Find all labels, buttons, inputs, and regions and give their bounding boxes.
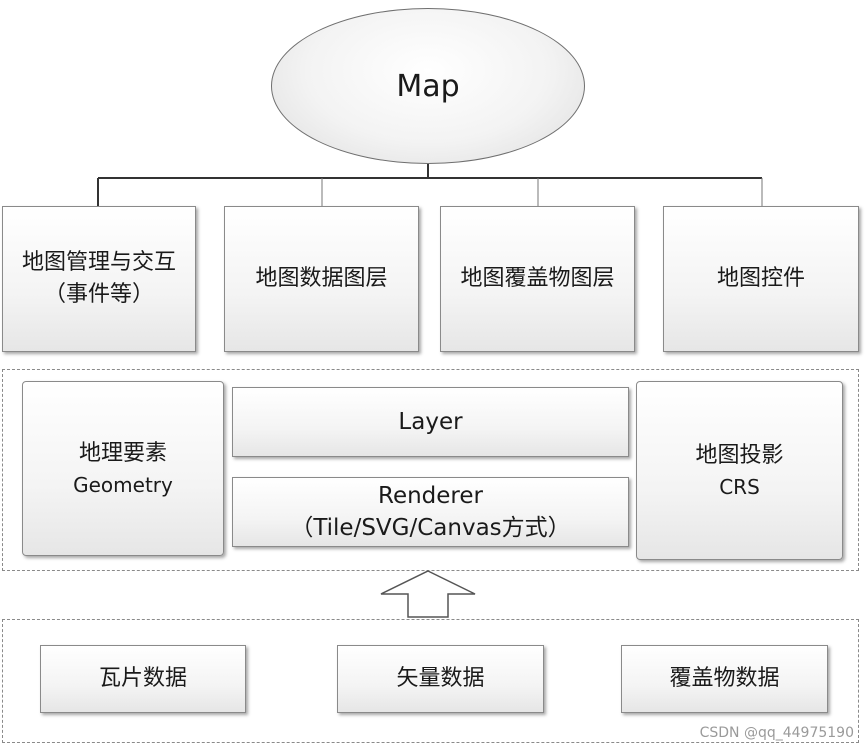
- module-data-layer: 地图数据图层: [224, 206, 419, 352]
- crs-cn-label: 地图投影: [695, 442, 784, 468]
- data-source-label: 矢量数据: [396, 666, 485, 691]
- module-overlay-layer: 地图覆盖物图层: [440, 206, 635, 352]
- data-source-label: 覆盖物数据: [669, 666, 780, 691]
- module-map-controls: 地图控件: [663, 206, 859, 352]
- geometry-box: 地理要素 Geometry: [22, 381, 224, 556]
- data-source-overlay: 覆盖物数据: [621, 645, 828, 713]
- geometry-en-label: Geometry: [73, 472, 173, 497]
- geometry-cn-label: 地理要素: [78, 440, 167, 466]
- map-root-label: Map: [396, 68, 460, 104]
- renderer-box: Renderer （Tile/SVG/Canvas方式）: [232, 477, 629, 547]
- crs-box: 地图投影 CRS: [636, 381, 843, 560]
- module-map-management: 地图管理与交互 （事件等）: [2, 206, 196, 352]
- data-source-group: [2, 619, 859, 743]
- module-sublabel: （事件等）: [43, 282, 154, 307]
- data-source-label: 瓦片数据: [98, 666, 187, 691]
- up-arrow-icon: [380, 570, 476, 618]
- data-source-tiles: 瓦片数据: [40, 645, 246, 713]
- module-label: 地图管理与交互: [21, 250, 176, 275]
- map-root-node: Map: [271, 8, 585, 164]
- data-source-vector: 矢量数据: [337, 645, 544, 713]
- core-group: [2, 369, 859, 571]
- module-label: 地图数据图层: [255, 266, 388, 291]
- renderer-sublabel: （Tile/SVG/Canvas方式）: [290, 515, 571, 541]
- watermark: CSDN @qq_44975190: [699, 725, 854, 741]
- module-label: 地图覆盖物图层: [460, 266, 615, 291]
- module-label: 地图控件: [716, 266, 805, 291]
- crs-en-label: CRS: [719, 474, 760, 499]
- layer-box: Layer: [232, 387, 629, 457]
- layer-label: Layer: [398, 409, 463, 435]
- renderer-label: Renderer: [378, 483, 483, 509]
